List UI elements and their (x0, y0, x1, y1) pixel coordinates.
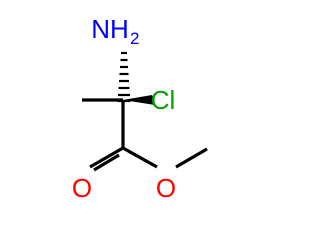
carbonyl-double-bond-inner (93, 153, 120, 172)
carbonyl-double-bond-outer (89, 146, 124, 169)
chlorine-label: Cl (151, 85, 176, 115)
amine-subscript-text: 2 (130, 29, 139, 48)
wedge-bond-to-chlorine (123, 95, 155, 105)
hashed-wedge-bond-to-amine (117, 51, 131, 103)
amine-label: NH 2 (91, 14, 139, 48)
bond-ester-methyl (175, 147, 208, 169)
bond-to-ester-oxygen (122, 146, 158, 169)
ester-oxygen-label: O (156, 173, 176, 203)
amine-nh-text: NH (91, 14, 129, 44)
molecule-structure: NH 2 Cl O O (72, 14, 208, 203)
carbonyl-oxygen-label: O (72, 173, 92, 203)
